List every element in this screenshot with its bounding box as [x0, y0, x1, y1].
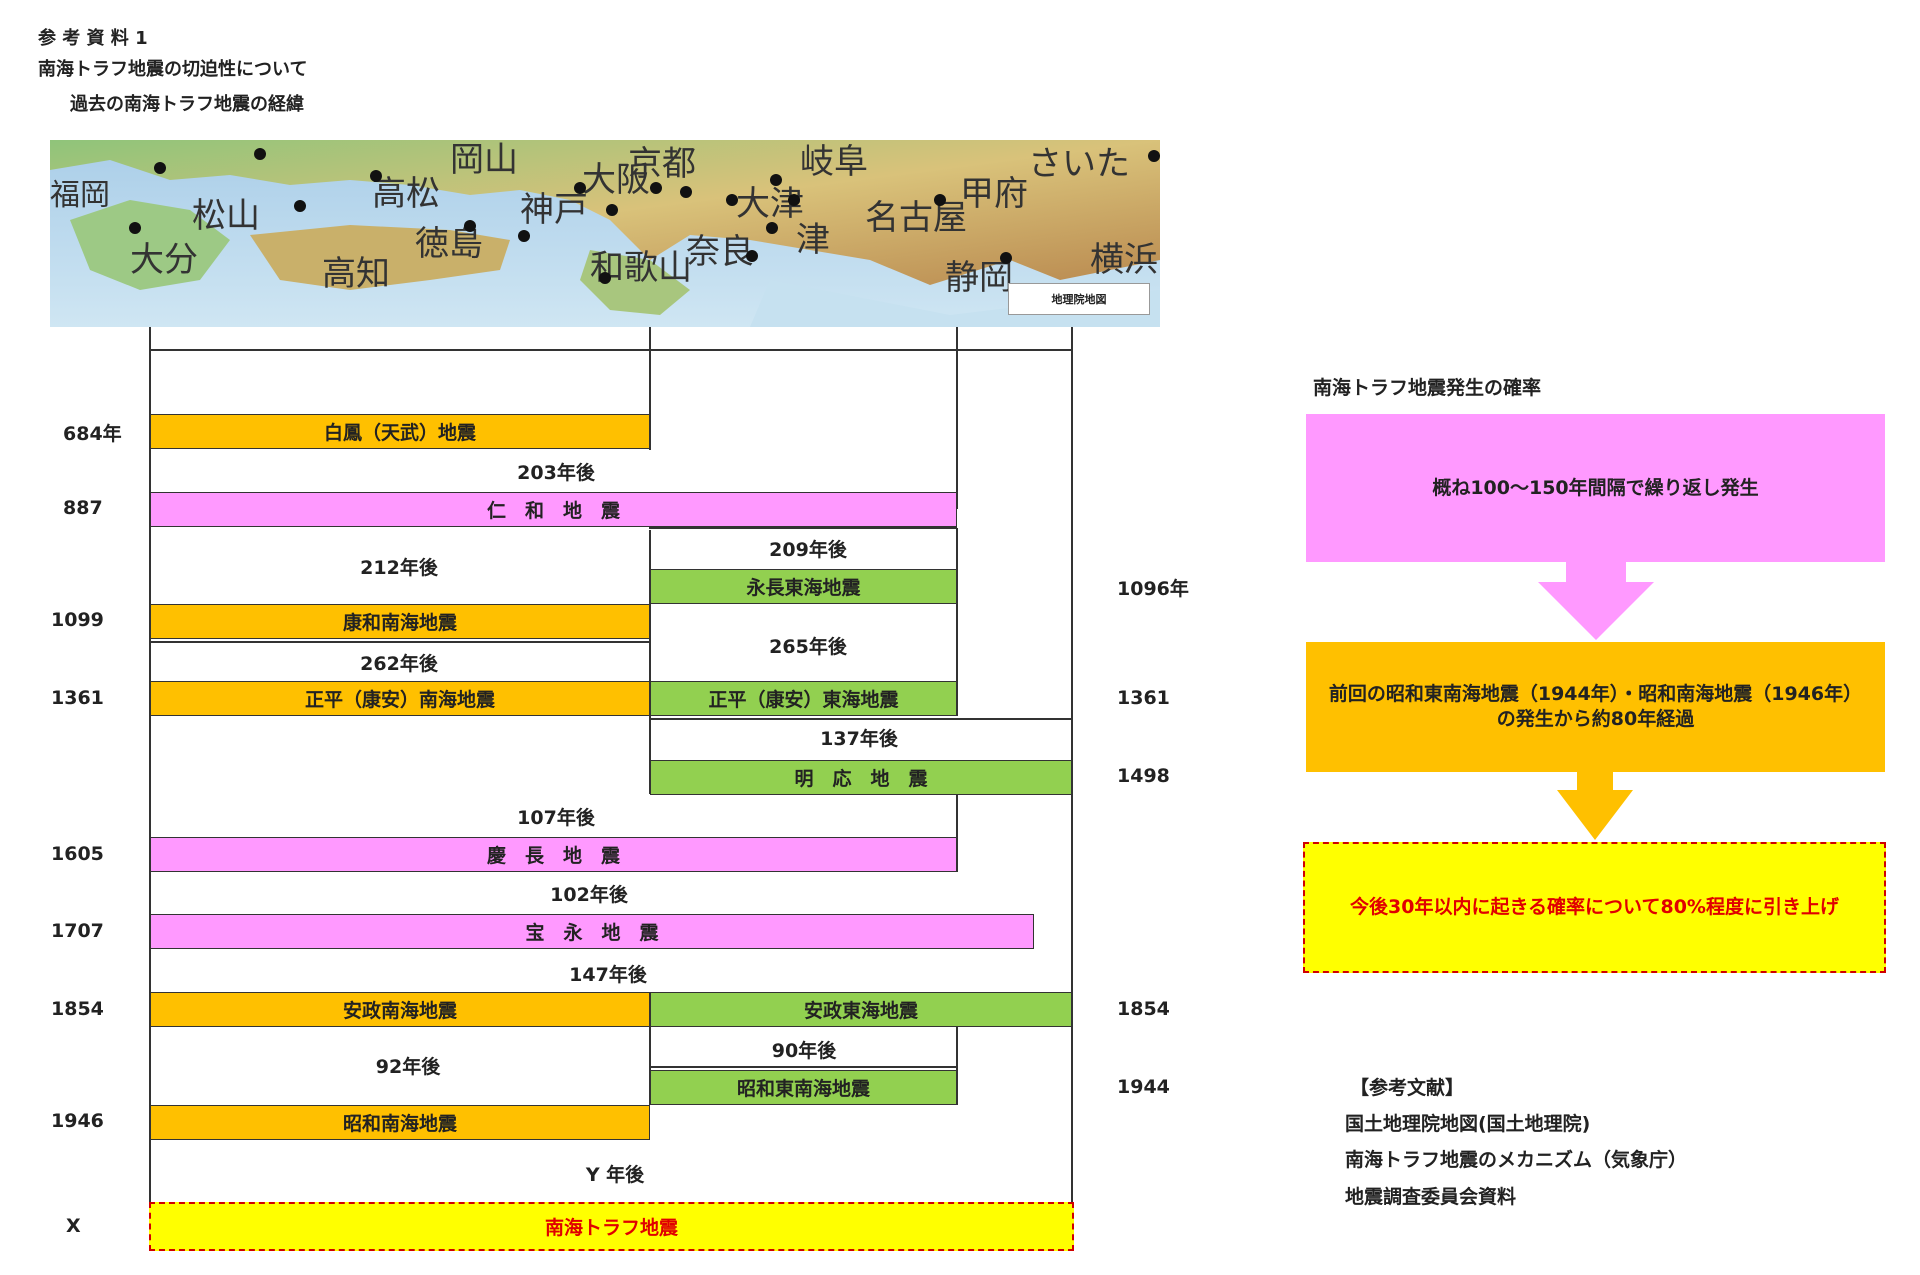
year-label: 887: [63, 497, 103, 519]
quake-bar-kowa: 康和南海地震: [150, 604, 650, 639]
quake-bar-ansei-nankai: 安政南海地震: [150, 992, 650, 1027]
quake-bar-shohei-nankai: 正平（康安）南海地震: [150, 681, 650, 716]
reference-item: 国土地理院地図(国土地理院): [1345, 1113, 1591, 1135]
interval-label: 90年後: [771, 1040, 837, 1062]
map-city-labels: 福岡 松山 大分 高知 徳島 高松 岡山 神戸 大阪 京都 和歌山 奈良 大津 …: [50, 140, 1160, 327]
map-city-label: 名古屋: [865, 198, 967, 238]
reference-item: 地震調査委員会資料: [1345, 1186, 1517, 1208]
map-city-label: 津: [796, 220, 830, 260]
year-label: 1361: [1117, 687, 1170, 709]
year-label: 1944: [1117, 1076, 1170, 1098]
quake-bar-showa-nankai: 昭和南海地震: [150, 1105, 650, 1140]
quake-bar-meio: 明 応 地 震: [650, 760, 1072, 795]
document-subtitle: 過去の南海トラフ地震の経緯: [70, 94, 304, 115]
map-city-label: 神戸: [520, 190, 588, 230]
interval-label: 209年後: [769, 539, 847, 561]
japan-map: 福岡 松山 大分 高知 徳島 高松 岡山 神戸 大阪 京都 和歌山 奈良 大津 …: [50, 140, 1160, 327]
year-label: 1096年: [1117, 578, 1189, 600]
probability-box-estimate: 今後30年以内に起きる確率について80%程度に引き上げ: [1303, 842, 1886, 973]
year-label: 1854: [1117, 998, 1170, 1020]
map-city-dots: [129, 148, 1160, 284]
interval-label: 92年後: [375, 1056, 441, 1078]
year-label: 1946: [51, 1110, 104, 1132]
quake-bar-showa-tonankai: 昭和東南海地震: [650, 1070, 957, 1105]
reference-item: 南海トラフ地震のメカニズム（気象庁）: [1345, 1149, 1688, 1171]
interval-label: 102年後: [550, 884, 628, 906]
year-label: X: [66, 1215, 81, 1237]
year-label: 1361: [51, 687, 104, 709]
interval-label: 147年後: [569, 964, 647, 986]
map-city-label: 静岡: [945, 258, 1013, 298]
map-city-label: さいた: [1028, 144, 1130, 184]
arrow-down-icon: [1538, 562, 1654, 640]
map-city-label: 京都: [628, 144, 696, 184]
quake-bar-next: 南海トラフ地震: [149, 1202, 1074, 1251]
map-city-label: 岡山: [450, 140, 518, 180]
probability-title: 南海トラフ地震発生の確率: [1313, 377, 1542, 399]
document-label: 参 考 資 料 1: [38, 28, 148, 49]
probability-elapsed-line1: 前回の昭和東南海地震（1944年）・昭和南海地震（1946年）: [1328, 683, 1863, 706]
quake-bar-shohei-tokai: 正平（康安）東海地震: [650, 681, 957, 716]
quake-bar-ansei-tokai: 安政東海地震: [650, 992, 1072, 1027]
quake-bar-hoei: 宝 永 地 震: [150, 914, 1034, 949]
map-city-label: 甲府: [960, 174, 1028, 214]
interval-label: 265年後: [769, 636, 847, 658]
quake-bar-keicho: 慶 長 地 震: [150, 837, 957, 872]
year-label: 1498: [1117, 765, 1170, 787]
map-city-label: 福岡: [50, 178, 110, 213]
map-city-label: 大分: [130, 240, 198, 280]
probability-box-interval: 概ね100～150年間隔で繰り返し発生: [1306, 414, 1885, 562]
map-city-label: 高知: [322, 254, 390, 294]
references-title: 【参考文献】: [1350, 1077, 1465, 1099]
map-city-label: 松山: [192, 196, 260, 236]
year-label: 1854: [51, 998, 104, 1020]
map-city-label: 奈良: [686, 232, 754, 272]
probability-elapsed-line2: の発生から約80年経過: [1496, 708, 1695, 730]
map-city-label: 高松: [372, 174, 440, 214]
year-label: 1707: [51, 920, 104, 942]
quake-bar-hakuho: 白鳳（天武）地震: [150, 414, 650, 449]
arrow-down-icon: [1557, 772, 1633, 840]
interval-label: 262年後: [360, 653, 438, 675]
quake-bar-ninna: 仁 和 地 震: [150, 492, 957, 527]
map-city-label: 横浜: [1090, 240, 1158, 280]
map-city-label: 大阪: [582, 160, 650, 200]
year-label: 684年: [63, 423, 122, 445]
map-image: [50, 140, 1160, 327]
year-label: 1605: [51, 843, 104, 865]
interval-label: 107年後: [517, 807, 595, 829]
interval-label: Y 年後: [585, 1164, 645, 1186]
year-label: 1099: [51, 609, 104, 631]
map-city-label: 岐阜: [800, 142, 868, 182]
interval-label: 212年後: [360, 557, 438, 579]
map-credit: 地理院地図: [1008, 283, 1150, 315]
interval-label: 203年後: [517, 462, 595, 484]
probability-box-elapsed: 前回の昭和東南海地震（1944年）・昭和南海地震（1946年） の発生から約80…: [1306, 642, 1885, 772]
document-title: 南海トラフ地震の切迫性について: [38, 59, 308, 80]
quake-bar-eicho: 永長東海地震: [650, 569, 957, 604]
interval-label: 137年後: [820, 728, 898, 750]
